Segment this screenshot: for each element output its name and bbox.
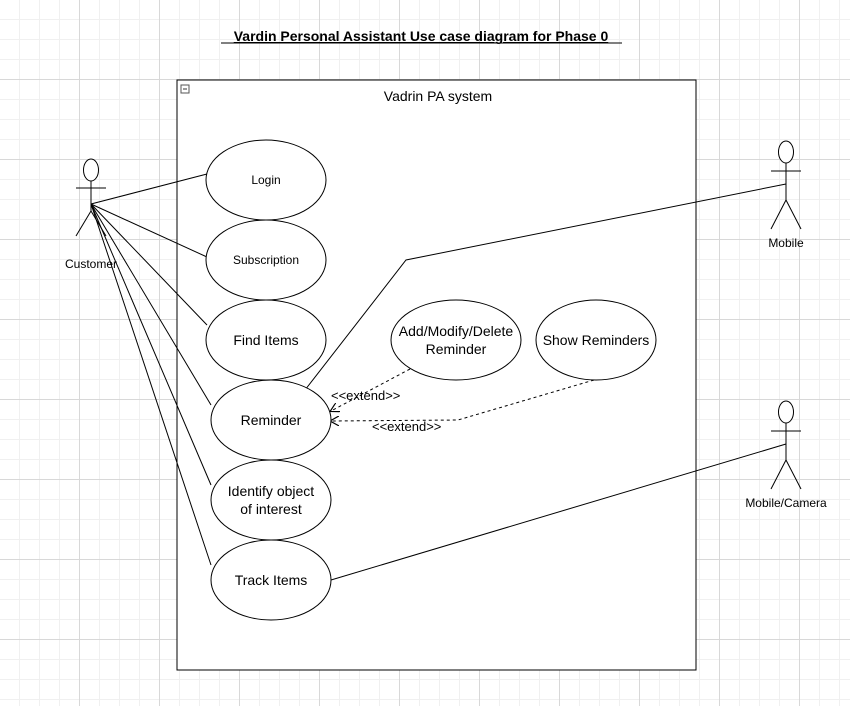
actor-mobile-camera[interactable] <box>770 400 802 490</box>
assoc-customer-reminder <box>90 203 212 406</box>
assoc-mobile-reminder <box>304 183 787 391</box>
assoc-customer-login <box>90 173 208 205</box>
use-case-show-reminders[interactable]: Show Reminders <box>535 299 657 381</box>
use-case-login[interactable]: Login <box>205 139 327 221</box>
diagram-title: Vardin Personal Assistant Use case diagr… <box>234 28 609 44</box>
use-case-identify-object[interactable]: Identify object of interest <box>210 459 332 541</box>
use-case-track-items-label: Track Items <box>235 572 308 588</box>
use-case-add-modify-label-line2: Reminder <box>426 341 487 357</box>
extend-label-2: <<extend>> <box>372 419 441 434</box>
assoc-customer-subscription <box>90 203 208 258</box>
use-case-identify-label-line2: of interest <box>240 501 302 517</box>
minus-box-icon[interactable] <box>180 84 190 94</box>
use-case-identify-label-line1: Identify object <box>228 483 314 499</box>
use-case-track-items[interactable]: Track Items <box>210 539 332 621</box>
actor-customer[interactable] <box>75 158 107 237</box>
customer-associations <box>90 173 212 566</box>
use-case-show-reminders-label: Show Reminders <box>543 332 650 348</box>
extend-arrow-add-modify <box>331 368 411 411</box>
actor-mobile-label: Mobile <box>768 236 804 250</box>
assoc-customer-track-items <box>90 203 212 566</box>
use-case-add-modify-label-line1: Add/Modify/Delete <box>399 323 514 339</box>
use-case-reminder-label: Reminder <box>241 412 302 428</box>
assoc-customer-identify <box>90 203 212 486</box>
actor-mobile-camera-label: Mobile/Camera <box>745 496 827 510</box>
use-case-add-modify-delete-reminder[interactable]: Add/Modify/Delete Reminder <box>390 299 522 381</box>
use-case-subscription[interactable]: Subscription <box>205 219 327 301</box>
use-case-find-items-label: Find Items <box>233 332 298 348</box>
system-label: Vadrin PA system <box>384 88 492 104</box>
use-case-subscription-label: Subscription <box>233 253 299 267</box>
actor-customer-label: Customer <box>65 257 117 271</box>
use-case-find-items[interactable]: Find Items <box>205 299 327 381</box>
assoc-camera-track-items <box>330 443 787 581</box>
assoc-customer-find-items <box>90 203 208 326</box>
use-case-login-label: Login <box>251 173 280 187</box>
actor-mobile[interactable] <box>770 140 802 230</box>
use-case-reminder[interactable]: Reminder <box>210 379 332 461</box>
extend-label-1: <<extend>> <box>331 388 400 403</box>
